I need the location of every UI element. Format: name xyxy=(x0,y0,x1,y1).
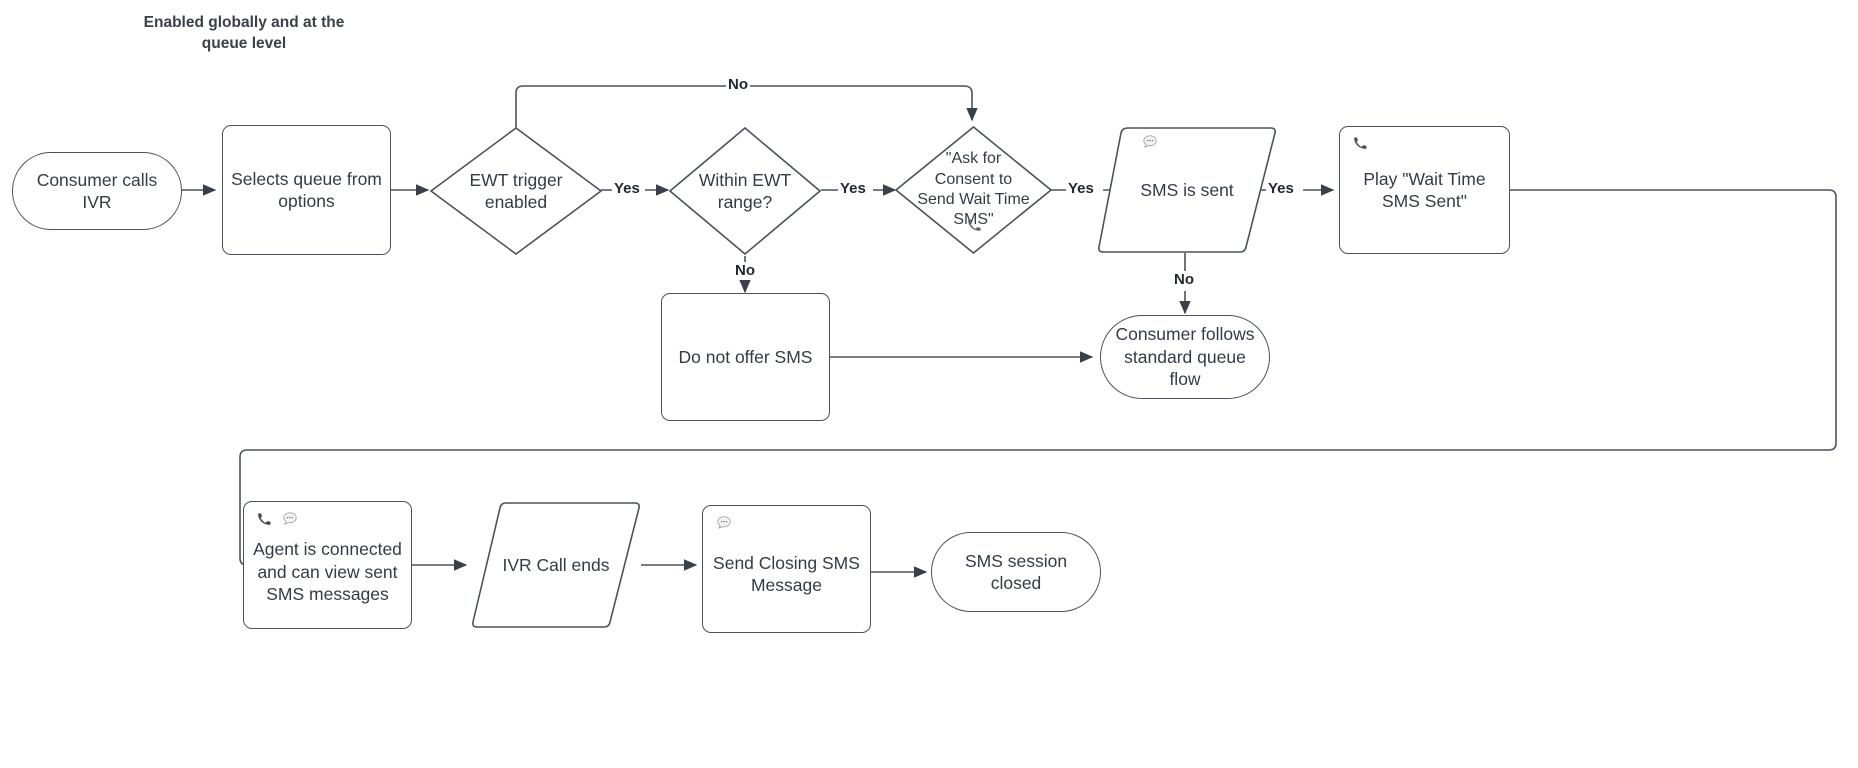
edge-label-sms-sent-yes: Yes xyxy=(1266,180,1296,197)
diamond-shape xyxy=(430,127,602,255)
node-label: Within EWT range? xyxy=(698,169,792,212)
edge-label-within-range-no: No xyxy=(733,262,757,279)
edge-play-to-agent-connected xyxy=(239,189,1837,571)
node-label: Selects queue from options xyxy=(231,168,382,211)
node-label: Consumer calls IVR xyxy=(36,169,158,212)
node-label: Send Closing SMS Message xyxy=(713,552,860,595)
node-label: SMS is sent xyxy=(1140,179,1234,200)
node-consumer-calls-ivr[interactable]: Consumer calls IVR xyxy=(12,152,182,230)
node-icons xyxy=(1353,136,1367,150)
node-label: Do not offer SMS xyxy=(678,346,813,367)
node-do-not-offer-sms[interactable]: Do not offer SMS xyxy=(661,293,830,421)
diamond-shape xyxy=(669,127,821,255)
phone-icon xyxy=(1353,136,1367,150)
node-label: Play "Wait Time SMS Sent" xyxy=(1363,168,1486,211)
node-selects-queue-from-options[interactable]: Selects queue from options xyxy=(222,125,391,255)
parallelogram-shape xyxy=(470,501,642,629)
node-play-wait-time-sms-sent[interactable]: Play "Wait Time SMS Sent" xyxy=(1339,126,1510,254)
node-ewt-trigger-enabled[interactable]: EWT trigger enabled xyxy=(430,127,602,255)
node-label: Consumer follows standard queue flow xyxy=(1115,324,1255,390)
edge-label-ewt-trigger-no: No xyxy=(726,76,750,93)
node-agent-is-connected[interactable]: Agent is connected and can view sent SMS… xyxy=(243,501,412,629)
edge-label-ewt-trigger-yes: Yes xyxy=(612,180,642,197)
edge-label-consent-yes: Yes xyxy=(1066,180,1096,197)
diamond-shape xyxy=(895,126,1052,254)
node-sms-is-sent[interactable]: SMS is sent xyxy=(1096,126,1278,254)
node-icons xyxy=(257,511,298,527)
node-ask-for-consent[interactable]: "Ask for Consent to Send Wait Time SMS" xyxy=(895,126,1052,254)
node-icons xyxy=(716,515,732,531)
node-consumer-follows-standard-queue-flow[interactable]: Consumer follows standard queue flow xyxy=(1100,315,1270,399)
edge-label-sms-sent-no: No xyxy=(1172,271,1196,288)
chat-bubble-icon xyxy=(282,511,298,527)
node-label: IVR Call ends xyxy=(502,554,610,575)
node-label: EWT trigger enabled xyxy=(469,169,563,212)
node-label: SMS session closed xyxy=(964,550,1068,593)
node-send-closing-sms-message[interactable]: Send Closing SMS Message xyxy=(702,505,871,633)
parallelogram-shape xyxy=(1096,126,1278,254)
node-label: Agent is connected and can view sent SMS… xyxy=(253,539,402,605)
node-within-ewt-range[interactable]: Within EWT range? xyxy=(669,127,821,255)
node-sms-session-closed[interactable]: SMS session closed xyxy=(931,532,1101,612)
edge-label-within-range-yes: Yes xyxy=(838,180,868,197)
node-ivr-call-ends[interactable]: IVR Call ends xyxy=(470,501,642,629)
chat-bubble-icon xyxy=(716,515,732,531)
node-label: "Ask for Consent to Send Wait Time SMS" xyxy=(917,150,1030,229)
page-title: Enabled globally and at the queue level xyxy=(143,14,345,52)
phone-icon xyxy=(257,512,271,526)
